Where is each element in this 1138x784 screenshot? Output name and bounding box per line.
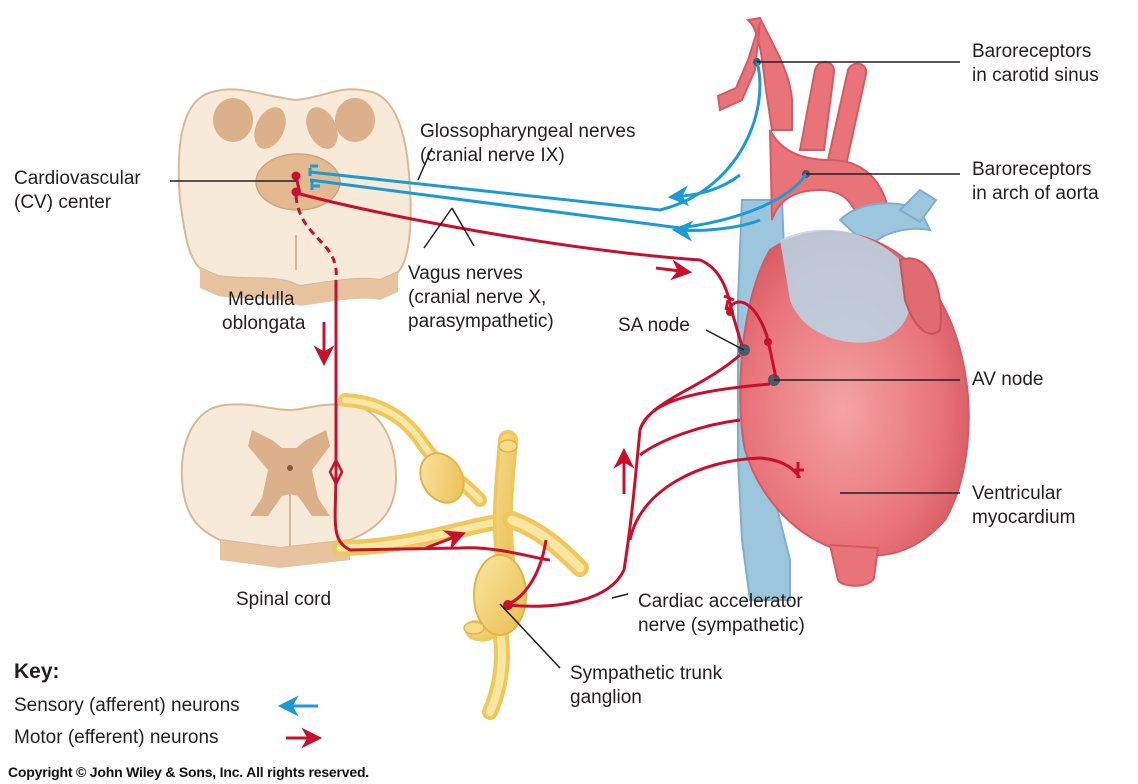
- label-cv-center-line2: (CV) center: [14, 191, 111, 215]
- label-spinal-cord: Spinal cord: [236, 588, 331, 612]
- label-ganglion-line2: ganglion: [570, 686, 642, 710]
- vagus-direction-arrow: [656, 268, 688, 272]
- key-title: Key:: [14, 660, 60, 684]
- label-vagus-line2: (cranial nerve X,: [408, 286, 546, 310]
- label-sa-node: SA node: [618, 314, 690, 338]
- label-cardiac-accelerator-line1: Cardiac accelerator: [638, 590, 803, 614]
- sensory-arrow-1: [672, 175, 740, 197]
- label-vagus-line1: Vagus nerves: [408, 262, 523, 286]
- heart: [718, 18, 969, 600]
- label-cardiac-accelerator-line2: nerve (sympathetic): [638, 614, 805, 638]
- label-medulla-line2: oblongata: [222, 312, 305, 336]
- label-glossopharyngeal-line2: (cranial nerve IX): [420, 144, 565, 168]
- label-ventricular-line2: myocardium: [972, 506, 1075, 530]
- label-baroreceptors-carotid-line2: in carotid sinus: [972, 64, 1099, 88]
- label-baroreceptors-aorta-line1: Baroreceptors: [972, 158, 1091, 182]
- copyright-notice: Copyright © John Wiley & Sons, Inc. All …: [8, 764, 369, 780]
- key-motor-label: Motor (efferent) neurons: [14, 726, 219, 750]
- label-baroreceptors-aorta-line2: in arch of aorta: [972, 182, 1099, 206]
- label-medulla-line1: Medulla: [228, 288, 295, 312]
- key-sensory-label: Sensory (afferent) neurons: [14, 694, 240, 718]
- label-ganglion-line1: Sympathetic trunk: [570, 662, 722, 686]
- label-av-node: AV node: [972, 368, 1043, 392]
- label-baroreceptors-carotid-line1: Baroreceptors: [972, 40, 1091, 64]
- label-glossopharyngeal-line1: Glossopharyngeal nerves: [420, 120, 635, 144]
- label-cv-center-line1: Cardiovascular: [14, 167, 141, 191]
- label-ventricular-line1: Ventricular: [972, 482, 1062, 506]
- label-vagus-line3: parasympathetic): [408, 310, 554, 334]
